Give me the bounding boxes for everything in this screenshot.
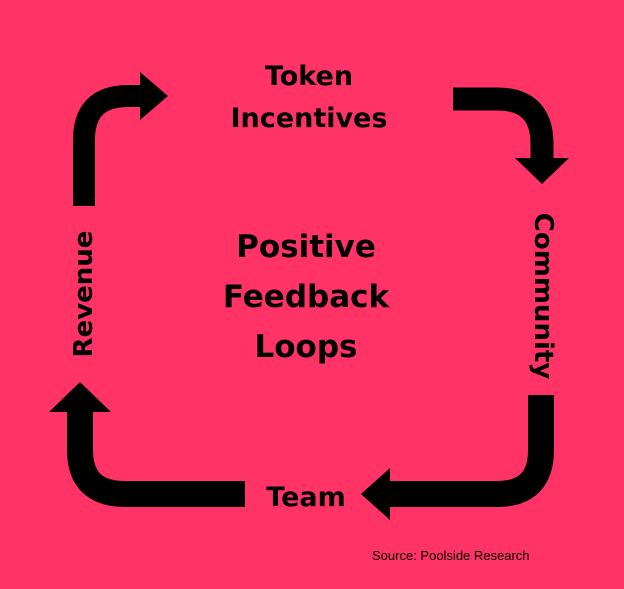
- arrow-incentives-to-community: [453, 87, 569, 184]
- source-caption: Source: Poolside Research: [372, 548, 530, 563]
- node-community: Community: [528, 213, 558, 379]
- arrow-team-to-revenue: [49, 382, 245, 507]
- arrow-revenue-to-incentives: [73, 72, 168, 206]
- arrow-community-to-team: [361, 395, 554, 520]
- node-revenue: Revenue: [69, 231, 99, 358]
- node-team: Team: [266, 482, 346, 513]
- node-token-incentives-line2: Incentives: [231, 103, 388, 134]
- center-title-line1: Positive: [236, 229, 376, 265]
- center-title-line3: Loops: [255, 329, 358, 365]
- node-token-incentives-line1: Token: [265, 61, 353, 92]
- center-title-line2: Feedback: [223, 279, 391, 315]
